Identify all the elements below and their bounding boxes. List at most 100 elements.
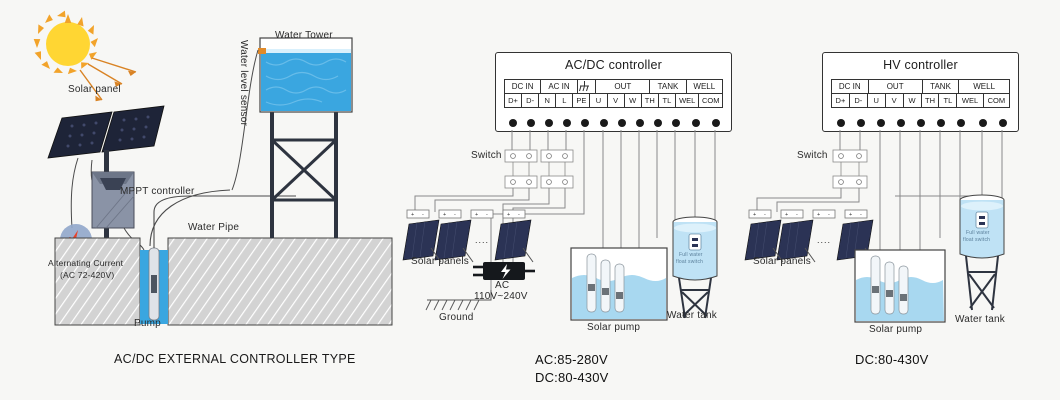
- ac-adapter-label: AC: [495, 280, 510, 291]
- switch-block-right[interactable]: [832, 149, 868, 189]
- terminal-th[interactable]: TH: [642, 94, 659, 107]
- right-voltage-dc: DC:80-430V: [855, 352, 929, 367]
- group-dc-in: DC IN: [505, 80, 542, 93]
- solar-panel-label: Solar panel: [68, 84, 121, 95]
- float-switch-label-2-right: float switch: [963, 237, 991, 243]
- ac-power-adapter: [473, 262, 535, 280]
- hv-group-dc-in: DC IN: [832, 80, 869, 93]
- svg-text:-: -: [454, 212, 456, 218]
- acdc-group-row: DC IN AC IN OUT TANK WELL: [504, 79, 723, 93]
- ground-symbol-icon: [425, 290, 492, 311]
- water-tank-label-middle: Water tank: [667, 310, 717, 321]
- solar-pump-label-middle: Solar pump: [587, 322, 641, 333]
- terminal-tl[interactable]: TL: [659, 94, 676, 107]
- solar-pump-label-right: Solar pump: [869, 324, 923, 335]
- water-level-sensor-label: Water level sensor: [238, 40, 249, 127]
- svg-text:+: +: [507, 212, 510, 218]
- svg-text:+: +: [411, 212, 414, 218]
- left-diagram-caption: AC/DC EXTERNAL CONTROLLER TYPE: [114, 352, 356, 366]
- water-tank-right: [959, 194, 1005, 311]
- terminal-n[interactable]: N: [539, 94, 557, 107]
- pump-label: Pump: [134, 318, 161, 329]
- terminal-w[interactable]: W: [625, 94, 642, 107]
- ac-voltage-label: (AC 72-420V): [60, 270, 115, 280]
- right-diagram-wiring: +- +- +- +- ....: [744, 130, 1005, 323]
- hv-terminal-v[interactable]: V: [886, 94, 904, 107]
- svg-text:-: -: [828, 212, 830, 218]
- float-switch-label-2-middle: float switch: [676, 259, 704, 265]
- sun-icon: [46, 22, 90, 66]
- hv-group-out: OUT: [869, 80, 923, 93]
- sun-ray-arrow-icon: [79, 57, 137, 101]
- svg-text:+: +: [817, 212, 820, 218]
- switch-block-dc[interactable]: [504, 149, 538, 189]
- hv-terminal-dminus[interactable]: D-: [850, 94, 868, 107]
- switch-block-ac[interactable]: [540, 149, 574, 189]
- hv-terminal-dplus[interactable]: D+: [832, 94, 850, 107]
- group-well: WELL: [693, 82, 716, 91]
- terminal-dminus[interactable]: D-: [522, 94, 540, 107]
- terminal-l[interactable]: L: [556, 94, 574, 107]
- water-tank-middle: [672, 216, 718, 319]
- earth-ground-icon: [578, 80, 597, 93]
- svg-text:-: -: [796, 212, 798, 218]
- diagram-left: Solar panel MPPT controller Alternating …: [0, 0, 400, 400]
- svg-text:-: -: [518, 212, 520, 218]
- hv-terminal-tl[interactable]: TL: [939, 94, 958, 107]
- terminal-u[interactable]: U: [590, 94, 608, 107]
- hv-terminal-screws: [837, 119, 1007, 127]
- panel-ellipsis-right: ....: [817, 235, 831, 245]
- acdc-controller-unit[interactable]: AC/DC controller DC IN AC IN OUT TANK WE…: [495, 52, 732, 132]
- svg-text:+: +: [443, 212, 446, 218]
- hv-controller-unit[interactable]: HV controller DC IN OUT TANK WELL D+ D- …: [822, 52, 1019, 132]
- ac-range-label: 110V~240V: [474, 291, 528, 302]
- svg-text:-: -: [486, 212, 488, 218]
- middle-voltage-ac: AC:85-280V: [535, 352, 608, 367]
- middle-diagram-wiring: +- +- +- +- ....: [402, 130, 718, 321]
- hv-terminal-th[interactable]: TH: [922, 94, 940, 107]
- solar-pump-tank-middle: [570, 247, 668, 321]
- solar-panel-array-middle: +- +- +- +- ....: [402, 209, 534, 263]
- submersible-pump: [148, 247, 160, 321]
- group-ac-in: AC IN: [541, 80, 578, 93]
- group-tank: TANK: [650, 80, 687, 93]
- hv-group-well: WELL: [973, 82, 996, 91]
- svg-text:-: -: [422, 212, 424, 218]
- mppt-controller-label: MPPT controller: [120, 186, 195, 197]
- ground-label: Ground: [439, 312, 474, 323]
- water-pipe-label: Water Pipe: [188, 222, 240, 233]
- water-tower-label: Water Tower: [275, 30, 333, 41]
- water-tank-label-right: Water tank: [955, 314, 1005, 325]
- solar-panels-label-right: Solar panels: [753, 256, 811, 267]
- acdc-controller-title: AC/DC controller: [565, 58, 662, 72]
- sun-arrow-heads-icon: [95, 70, 136, 102]
- terminal-pe[interactable]: PE: [573, 94, 591, 107]
- svg-text:+: +: [785, 212, 788, 218]
- terminal-com[interactable]: COM: [701, 96, 720, 105]
- left-diagram-graphics: [33, 10, 393, 326]
- diagram-right: HV controller DC IN OUT TANK WELL D+ D- …: [735, 0, 1060, 400]
- sun-rays-icon: [33, 10, 98, 75]
- float-switch-label-1-middle: Full water: [679, 252, 703, 258]
- solar-panels-label-middle: Solar panels: [411, 256, 469, 267]
- terminal-wel[interactable]: WEL: [676, 94, 700, 107]
- hv-terminal-wel[interactable]: WEL: [957, 94, 984, 107]
- switch-label-middle: Switch: [471, 150, 502, 161]
- svg-text:-: -: [764, 212, 766, 218]
- switch-label-right: Switch: [797, 150, 828, 161]
- hv-terminal-com[interactable]: COM: [987, 96, 1006, 105]
- hv-group-row: DC IN OUT TANK WELL: [831, 79, 1010, 93]
- terminal-dplus[interactable]: D+: [505, 94, 523, 107]
- terminal-v[interactable]: V: [608, 94, 625, 107]
- hv-group-tank: TANK: [923, 80, 960, 93]
- svg-text:-: -: [860, 212, 862, 218]
- svg-text:+: +: [475, 212, 478, 218]
- hv-terminal-u[interactable]: U: [868, 94, 886, 107]
- hv-terminal-row: D+ D- U V W TH TL WEL COM: [831, 93, 1010, 108]
- float-switch-label-1-right: Full water: [966, 230, 990, 236]
- mppt-controller-unit: [91, 171, 135, 229]
- group-out: OUT: [596, 80, 651, 93]
- alternating-current-label: Alternating Current: [48, 258, 124, 268]
- hv-terminal-w[interactable]: W: [904, 94, 922, 107]
- diagram-middle: AC/DC controller DC IN AC IN OUT TANK WE…: [395, 0, 735, 400]
